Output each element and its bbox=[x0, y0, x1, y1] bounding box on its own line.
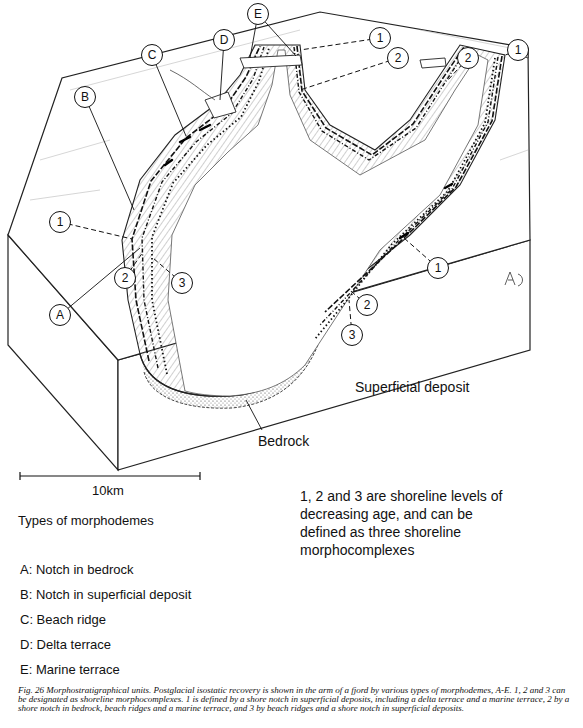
callout-number: 1 bbox=[515, 44, 522, 56]
callout-circle: 1 bbox=[369, 27, 391, 49]
legend-item: B: Notch in superficial deposit bbox=[20, 587, 191, 603]
note-text: 1, 2 and 3 are shoreline levels of decre… bbox=[300, 487, 505, 559]
callout-circle: 3 bbox=[171, 272, 193, 294]
legend-item: A: Notch in bedrock bbox=[20, 562, 133, 578]
legend-item: C: Beach ridge bbox=[20, 612, 106, 628]
callout-number: 1 bbox=[57, 216, 64, 228]
callout-circle: 2 bbox=[114, 267, 136, 289]
callout-number: E bbox=[254, 8, 262, 20]
scale-label: 10km bbox=[92, 483, 124, 499]
callout-number: 2 bbox=[364, 299, 371, 311]
callout-number: 3 bbox=[179, 277, 186, 289]
callout-circle: 2 bbox=[457, 47, 479, 69]
callout-circle: C bbox=[141, 44, 163, 66]
material-label: Superficial deposit bbox=[355, 378, 469, 396]
callout-number: 2 bbox=[395, 52, 402, 64]
legend-item: D: Delta terrace bbox=[20, 637, 111, 653]
callout-circle: E bbox=[247, 3, 269, 25]
legend-item: E: Marine terrace bbox=[20, 662, 120, 678]
callout-number: D bbox=[220, 34, 229, 46]
callout-circle: 1 bbox=[507, 39, 529, 61]
callout-circle: 1 bbox=[427, 257, 449, 279]
callout-circle: B bbox=[74, 86, 96, 108]
callout-circle: D bbox=[213, 29, 235, 51]
callout-circle: 2 bbox=[387, 47, 409, 69]
callout-number: 2 bbox=[122, 272, 129, 284]
callout-number: A bbox=[56, 309, 64, 321]
callout-number: 1 bbox=[377, 32, 384, 44]
callout-circle: A bbox=[49, 304, 71, 326]
callout-circle: 2 bbox=[356, 294, 378, 316]
callout-number: 3 bbox=[349, 329, 356, 341]
material-label: Bedrock bbox=[258, 432, 309, 450]
callout-number: C bbox=[148, 49, 157, 61]
legend-heading: Types of morphodemes bbox=[18, 513, 154, 529]
callout-number: 2 bbox=[465, 52, 472, 64]
callout-number: 1 bbox=[435, 262, 442, 274]
callout-number: B bbox=[81, 91, 89, 103]
callout-circle: 1 bbox=[49, 211, 71, 233]
figure-caption: Fig. 26 Morphostratigraphical units. Pos… bbox=[18, 686, 573, 713]
callout-circle: 3 bbox=[341, 324, 363, 346]
